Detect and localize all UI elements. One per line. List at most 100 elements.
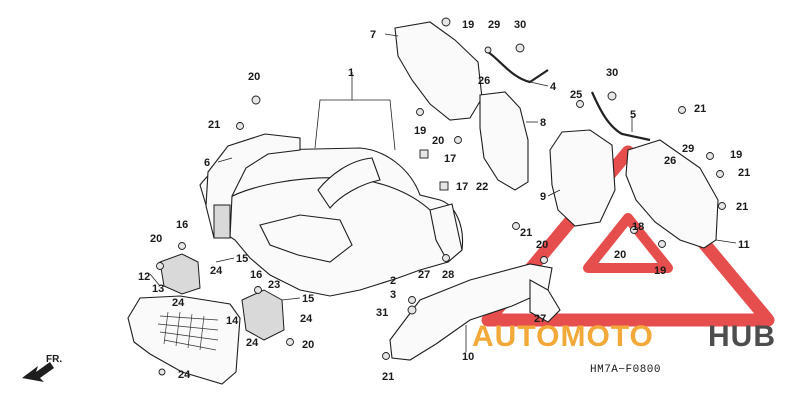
callout-labels: 1234567891011121314151516161717181919191… bbox=[138, 19, 750, 383]
right-rear-cover-shape bbox=[625, 139, 719, 249]
bolt-30-right bbox=[607, 91, 617, 101]
right-headlight-bracket bbox=[241, 289, 285, 341]
callout-c14: 14 bbox=[226, 315, 239, 327]
washer-29-top bbox=[484, 46, 492, 54]
callout-c9: 9 bbox=[540, 191, 546, 203]
callout-c20e: 20 bbox=[614, 249, 626, 261]
callout-c31: 31 bbox=[376, 307, 388, 319]
fender-center-rib bbox=[317, 157, 381, 209]
callout-c21a: 21 bbox=[208, 119, 220, 131]
callout-c8: 8 bbox=[540, 117, 546, 129]
cable-line-5 bbox=[590, 91, 651, 142]
fasteners bbox=[156, 17, 726, 376]
bolt-30-top bbox=[515, 43, 525, 53]
callout-c19a: 19 bbox=[462, 19, 474, 31]
bolt-20-top bbox=[251, 95, 261, 105]
bolt-18 bbox=[630, 226, 638, 234]
bolt-19-top bbox=[441, 17, 451, 27]
bolt-19-right bbox=[706, 152, 714, 160]
callout-c26a: 26 bbox=[478, 75, 490, 87]
front-fender-assembly bbox=[199, 147, 464, 297]
callout-c21f: 21 bbox=[382, 371, 394, 383]
callout-c24e: 24 bbox=[178, 369, 191, 381]
fender-right-wheel-arch bbox=[429, 203, 463, 263]
bolt-19-mid bbox=[416, 108, 424, 116]
grille-mesh bbox=[157, 311, 219, 351]
washer-3 bbox=[408, 296, 416, 304]
callout-c3: 3 bbox=[390, 289, 396, 301]
callout-c18: 18 bbox=[632, 221, 644, 233]
callout-c28: 28 bbox=[442, 269, 454, 281]
callout-c20a: 20 bbox=[248, 71, 260, 83]
callout-c19c: 19 bbox=[730, 149, 742, 161]
bolt-20-left bbox=[156, 262, 164, 270]
callout-c4: 4 bbox=[550, 81, 557, 93]
right-upper-fender-panel bbox=[394, 21, 483, 121]
right-rear-cover bbox=[625, 139, 719, 249]
callout-c21b: 21 bbox=[694, 103, 706, 115]
bolt-21-right-low bbox=[718, 202, 726, 210]
callout-c22: 22 bbox=[476, 181, 488, 193]
callout-c13: 13 bbox=[152, 283, 164, 295]
diagram-code: HM7A−F0800 bbox=[590, 364, 661, 376]
callout-c23: 23 bbox=[268, 279, 280, 291]
bolt-21-left bbox=[236, 122, 244, 130]
callout-c16a: 16 bbox=[176, 219, 188, 231]
callout-c27b: 27 bbox=[534, 313, 546, 325]
callout-c20c: 20 bbox=[432, 135, 444, 147]
callout-c17b: 17 bbox=[456, 181, 468, 193]
left-side-cover-tab bbox=[213, 204, 231, 239]
callout-c1: 1 bbox=[348, 67, 354, 79]
callout-c20b: 20 bbox=[150, 233, 162, 245]
clip-28 bbox=[442, 254, 450, 262]
clip-17-upper bbox=[419, 149, 429, 159]
inner-mud-guard bbox=[479, 91, 529, 191]
inner-mud-guard-shape bbox=[479, 91, 529, 191]
callout-c15a: 15 bbox=[236, 253, 248, 265]
step-floor-guard-flap bbox=[529, 279, 561, 323]
clip-17-lower bbox=[439, 181, 449, 191]
callout-c19d: 19 bbox=[654, 265, 666, 277]
bolt-16-left bbox=[178, 242, 186, 250]
bolt-16-right bbox=[254, 286, 262, 294]
callout-c17a: 17 bbox=[444, 153, 456, 165]
callout-c24b: 24 bbox=[172, 297, 185, 309]
screw-24-bottom bbox=[158, 368, 166, 376]
right-fender-panel bbox=[549, 129, 616, 227]
front-lower-grille bbox=[127, 295, 241, 385]
callout-c21c: 21 bbox=[738, 167, 750, 179]
left-headlight-bracket-shape bbox=[159, 253, 201, 295]
collar-31 bbox=[407, 305, 417, 315]
step-floor-guard bbox=[389, 263, 561, 361]
bolt-20-bottom bbox=[286, 338, 294, 346]
callout-c26b: 26 bbox=[664, 155, 676, 167]
bolt-20-mid bbox=[454, 136, 462, 144]
callout-c20d: 20 bbox=[536, 239, 548, 251]
leader-lines bbox=[149, 33, 737, 352]
bolt-20-center bbox=[540, 256, 548, 264]
callout-c15b: 15 bbox=[302, 293, 314, 305]
bolt-19-lower bbox=[658, 240, 666, 248]
right-headlight-bracket-shape bbox=[241, 289, 285, 341]
callout-c10: 10 bbox=[462, 351, 474, 363]
bolt-21-right-mid bbox=[716, 170, 724, 178]
callout-c19b: 19 bbox=[414, 125, 426, 137]
callout-c29a: 29 bbox=[488, 19, 500, 31]
callout-c21d: 21 bbox=[736, 201, 748, 213]
callout-c7: 7 bbox=[370, 29, 376, 41]
callout-c27a: 27 bbox=[418, 269, 430, 281]
direction-label: FR. bbox=[46, 354, 62, 365]
callout-c24c: 24 bbox=[300, 313, 313, 325]
callout-c24a: 24 bbox=[210, 265, 223, 277]
fender-lower-panel bbox=[259, 214, 353, 263]
cable-line-4 bbox=[487, 51, 549, 84]
callout-c5: 5 bbox=[630, 109, 636, 121]
callout-c29b: 29 bbox=[682, 143, 694, 155]
bolt-21-right-top bbox=[678, 106, 686, 114]
callout-c6: 6 bbox=[204, 157, 210, 169]
watermark-brand-auto: AUTOMOTO bbox=[472, 320, 654, 353]
callout-c12: 12 bbox=[138, 271, 150, 283]
bolt-21-center bbox=[512, 222, 520, 230]
